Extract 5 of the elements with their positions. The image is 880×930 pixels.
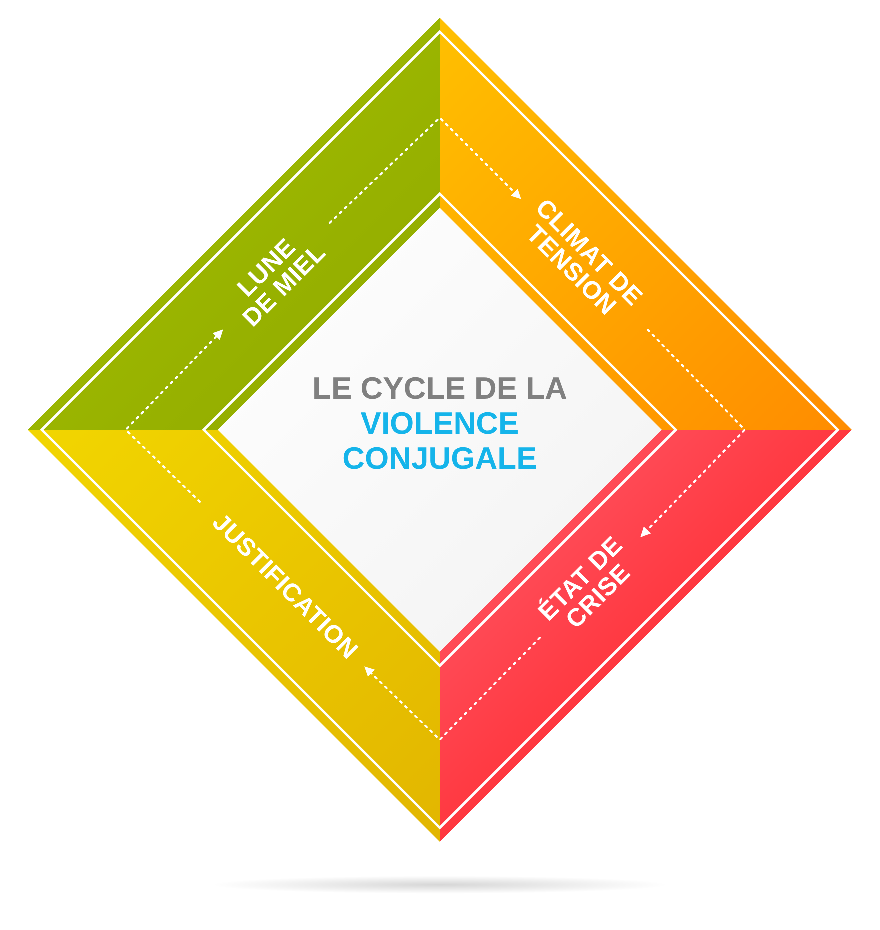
dotted-arrow: [364, 637, 541, 742]
center-label: LE CYCLE DE LA VIOLENCE CONJUGALE: [312, 371, 568, 476]
dotted-arrow: [124, 330, 224, 503]
dotted-arrow: [640, 329, 746, 538]
dotted-arrow: [329, 116, 522, 224]
